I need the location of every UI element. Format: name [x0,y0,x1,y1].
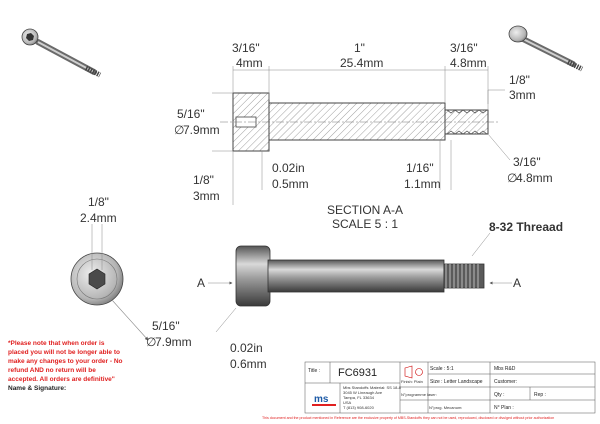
side-view [235,245,485,307]
section-scale: SCALE 5 : 1 [332,217,398,231]
head-length-in: 3/16" [232,41,260,55]
end-dia-mm: 7.9mm [155,335,192,349]
thread-callout: 8-32 Threaad [489,220,563,234]
material: Material: SS 18-8 [370,385,402,390]
part-number: FC6931 [338,367,377,379]
iso-view-left [21,28,102,78]
company-logo: ms [312,394,336,406]
thread-dia-in: 3/16" [513,155,541,169]
finish: Finish: Plain [401,379,423,384]
footer-disclaimer: This document and the product mentioned … [262,416,554,420]
chamfer-mm: 0.6mm [230,357,267,371]
owner: Mbs R&D [494,366,516,372]
qty-label: Qty : [494,392,505,398]
section-title: SECTION A-A [327,203,403,217]
thread-dia-mm: 4.8mm [516,171,553,185]
thread-depth-in: 1/8" [509,73,530,87]
section-marker-left: A [197,276,205,290]
program: N°prog. Mecanum: [429,405,462,410]
rep-label: Rep : [534,392,546,398]
notice-line: placed you will not be longer able to [8,349,120,356]
hex-mm: 2.4mm [80,211,117,225]
signature-label: Name & Signature: [8,385,66,392]
diameter-symbol: ∅ [146,335,156,349]
head-side-in: 1/8" [193,173,214,187]
end-dia-in: 5/16" [152,319,180,333]
thread-depth-mm: 3mm [509,88,536,102]
company-line: T (813) 908-6020 [343,405,375,410]
notice-line: refund AND no return will be [8,367,96,374]
fillet-in: 0.02in [272,161,305,175]
head-dia-in: 5/16" [177,107,205,121]
relief-mm: 1.1mm [404,177,441,191]
hex-in: 1/8" [88,195,109,209]
thread-length-in: 3/16" [450,41,478,55]
chamfer-in: 0.02in [230,341,263,355]
company-line: Mbs Standoffs [343,385,369,390]
notice-line: *Please note that when order is [8,340,105,347]
head-length-mm: 4mm [236,56,263,70]
plan-label: N° Plan : [494,405,514,411]
title-block [304,361,596,414]
section-view [220,92,500,152]
scale: Scale : 5:1 [430,366,454,372]
company-line: 3045 W Lineaugh Ave [343,390,383,395]
company-line: Tampa, FL 33634 [343,395,375,400]
order-notice: *Please note that when order is placed y… [8,340,123,392]
svg-text:ms: ms [314,394,329,405]
fillet-mm: 0.5mm [272,177,309,191]
title-label: Title : [308,368,320,374]
diameter-symbol: ∅ [174,123,184,137]
head-side-mm: 3mm [193,189,220,203]
head-dia-mm: 7.9mm [183,123,220,137]
shank-length-mm: 25.4mm [340,56,383,70]
customer-label: Customer: [494,379,517,385]
size: Size : Letter Landscape [430,379,483,385]
section-marker-right: A [513,276,521,290]
notice-line: accepted. All orders are definitive" [8,376,115,383]
end-view [70,224,149,341]
iso-view-right [508,25,584,72]
projection-icon [404,365,423,379]
company-line: USA [343,400,352,405]
shank-length-in: 1" [354,41,365,55]
programmer: N°programme laser: [401,392,437,397]
thread-length-mm: 4.8mm [450,56,487,70]
notice-line: make any changes to your order - No [8,358,123,365]
diameter-symbol: ∅ [507,171,517,185]
relief-in: 1/16" [406,161,434,175]
dimension-lines [208,66,512,333]
